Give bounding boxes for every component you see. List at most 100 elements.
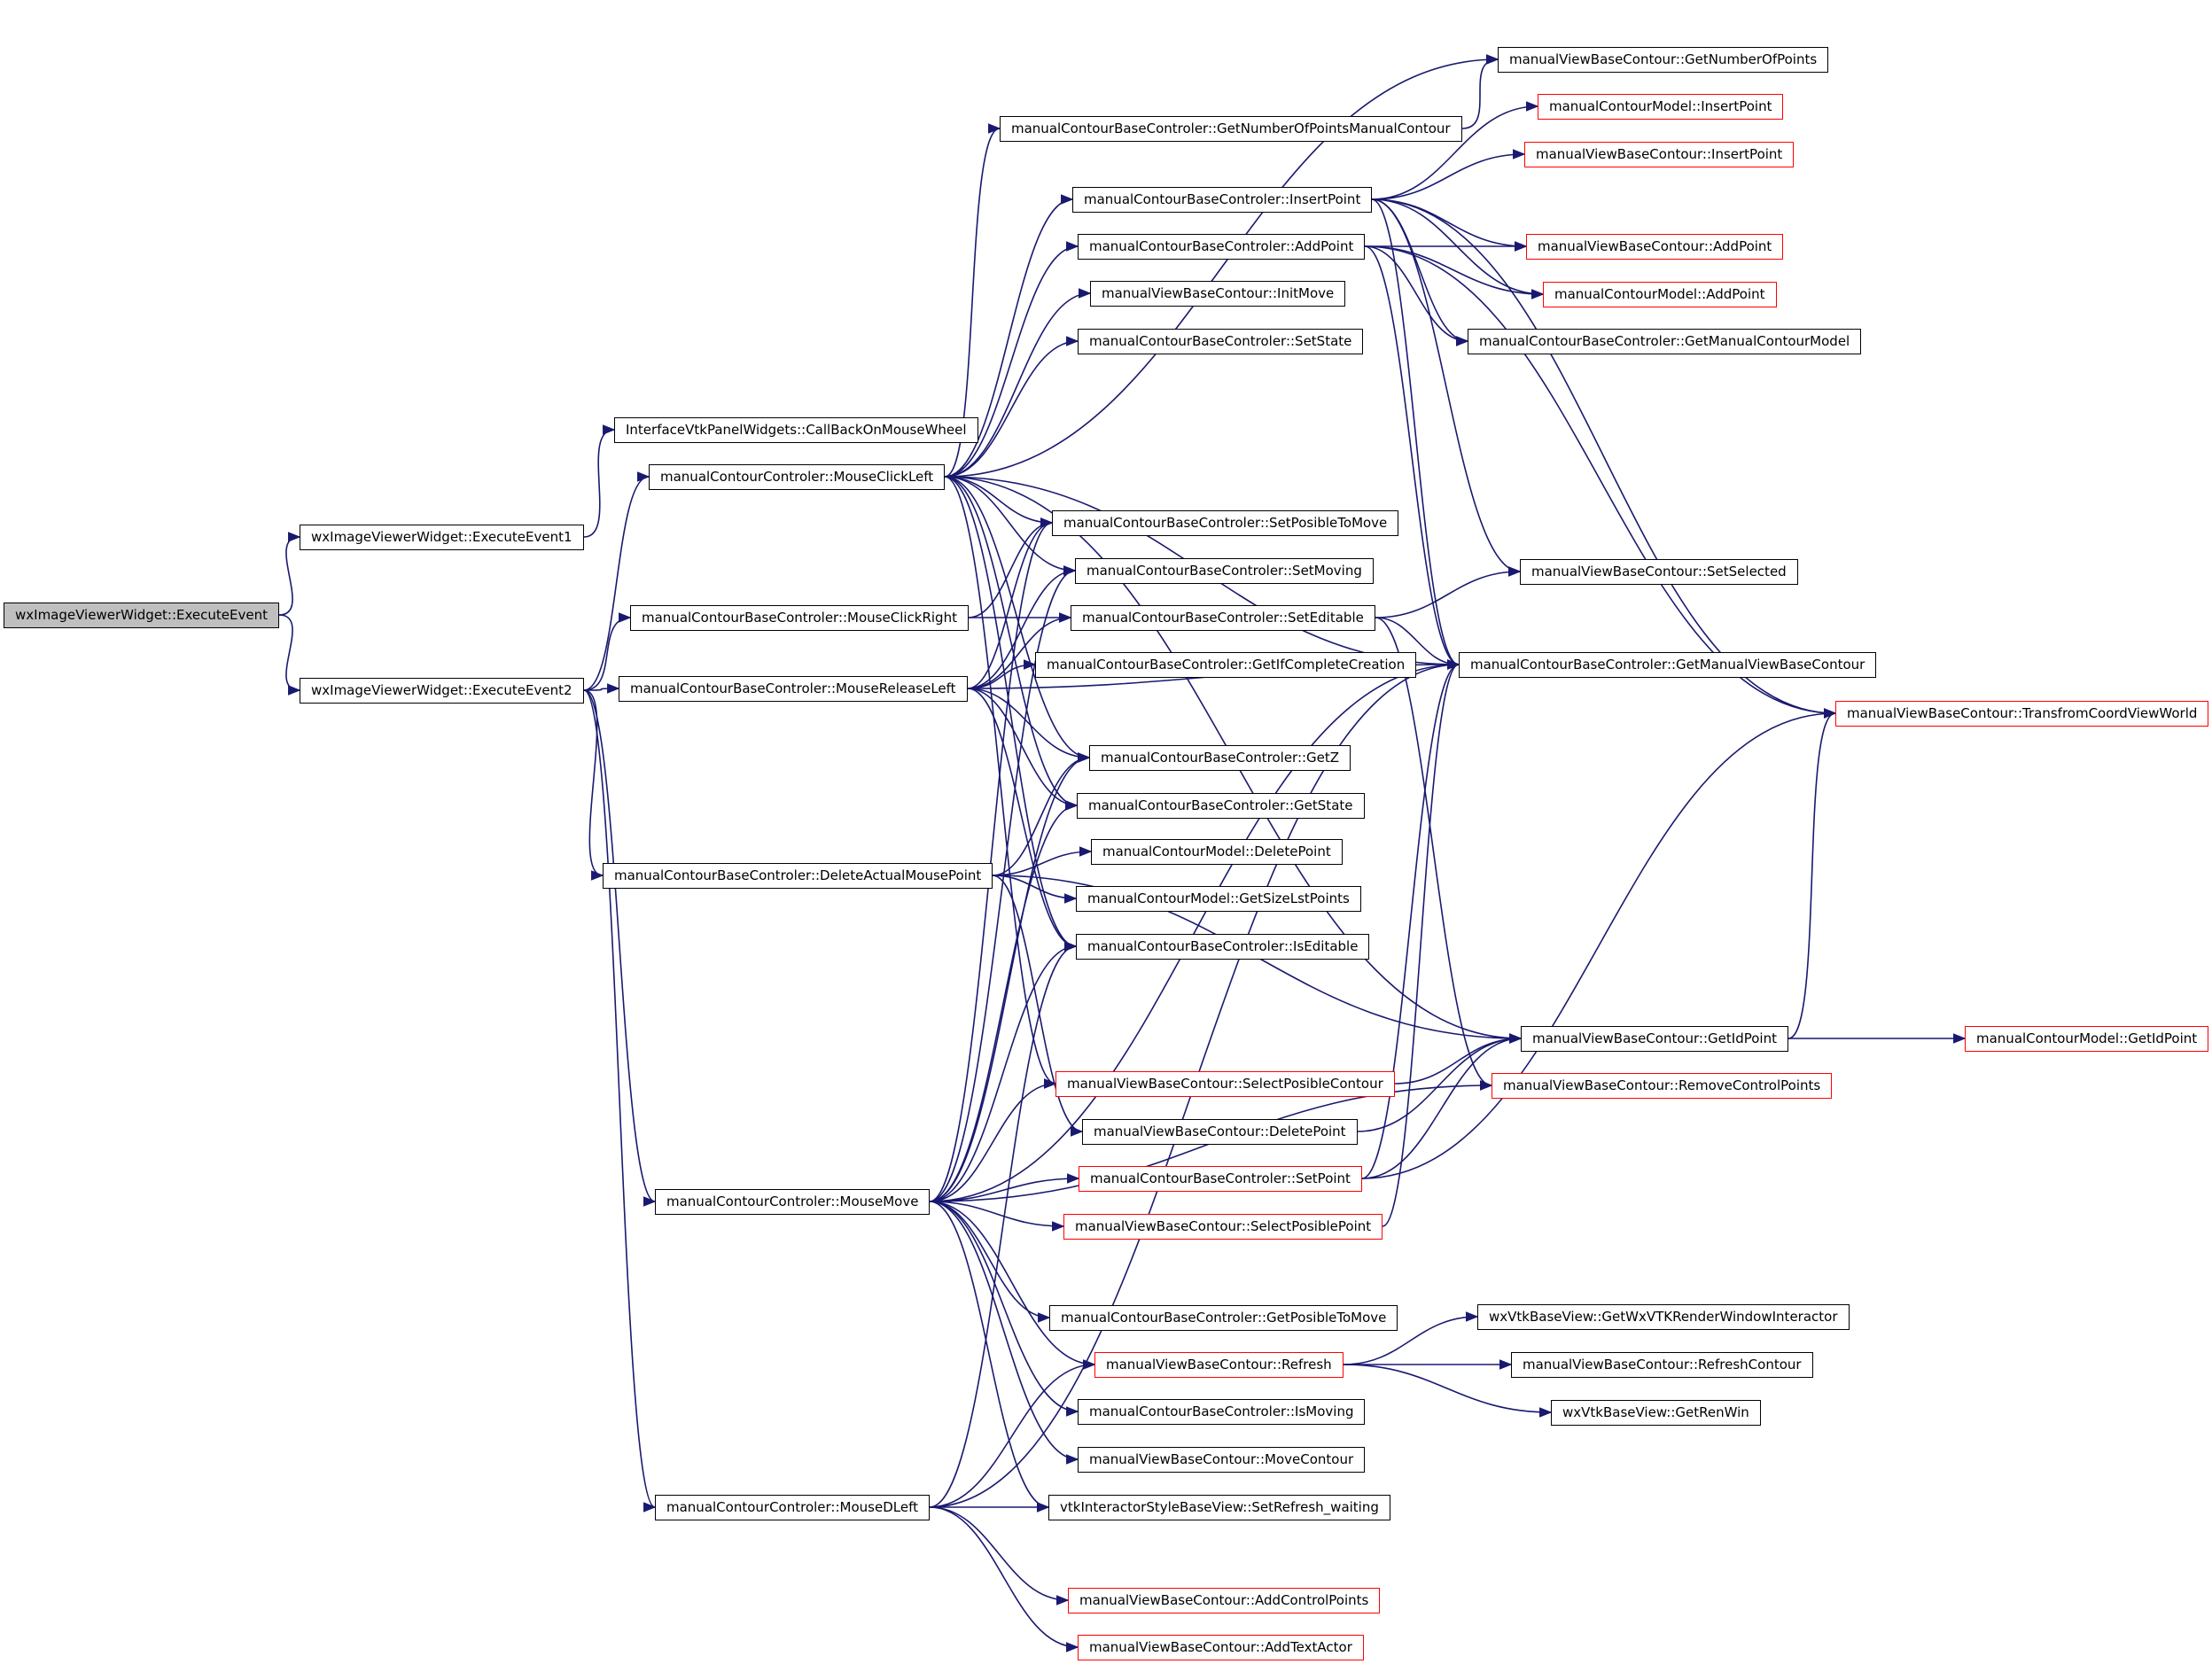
node-wx-image-viewer-widget-execute-event: wxImageViewerWidget::ExecuteEvent [4, 603, 279, 628]
node-manual-view-base-contour-add-control-points[interactable]: manualViewBaseContour::AddControlPoints [1068, 1588, 1381, 1613]
node-manual-contour-controler-mouse-click-left[interactable]: manualContourControler::MouseClickLeft [649, 464, 946, 490]
node-manual-view-base-contour-add-point[interactable]: manualViewBaseContour::AddPoint [1526, 234, 1784, 260]
edge-n11-n41 [1371, 198, 1522, 577]
node-manual-contour-controler-mouse-dleft[interactable]: manualContourControler::MouseDLeft [655, 1495, 930, 1520]
node-manual-contour-base-controler-set-moving[interactable]: manualContourBaseControler::SetMoving [1075, 558, 1374, 584]
edge-n7-n22 [992, 875, 1078, 904]
edge-n4-n14 [944, 336, 1079, 478]
edge-n10-n35 [1461, 54, 1499, 129]
edge-n26-n48 [1361, 708, 1837, 1179]
node-manual-contour-base-controler-get-posible-to-move[interactable]: manualContourBaseControler::GetPosibleTo… [1049, 1305, 1398, 1331]
edge-n4-n12 [944, 241, 1079, 478]
node-manual-contour-controler-mouse-move[interactable]: manualContourControler::MouseMove [655, 1189, 931, 1215]
node-manual-view-base-contour-refresh-contour[interactable]: manualViewBaseContour::RefreshContour [1511, 1352, 1813, 1378]
node-manual-view-base-contour-insert-point[interactable]: manualViewBaseContour::InsertPoint [1524, 142, 1795, 167]
node-manual-contour-base-controler-get-if-complete-creation[interactable]: manualContourBaseControler::GetIfComplet… [1035, 652, 1417, 678]
node-manual-contour-base-controler-set-editable[interactable]: manualContourBaseControler::SetEditable [1071, 605, 1375, 631]
node-manual-view-base-contour-set-selected[interactable]: manualViewBaseContour::SetSelected [1520, 559, 1798, 585]
edge-n26-n43 [1361, 1033, 1523, 1179]
node-manual-view-base-contour-move-contour[interactable]: manualViewBaseContour::MoveContour [1078, 1447, 1366, 1473]
node-manual-contour-model-delete-point[interactable]: manualContourModel::DeletePoint [1091, 839, 1343, 865]
edge-n4-n24 [944, 476, 1057, 1089]
edge-n8-n30 [929, 1201, 1079, 1417]
edge-n8-n24 [929, 1078, 1057, 1202]
node-manual-contour-base-controler-insert-point[interactable]: manualContourBaseControler::InsertPoint [1072, 187, 1373, 213]
node-vtk-interactor-style-base-view-set-refresh-waiting[interactable]: vtkInteractorStyleBaseView::SetRefresh_w… [1048, 1495, 1390, 1520]
node-manual-view-base-contour-select-posible-contour[interactable]: manualViewBaseContour::SelectPosibleCont… [1055, 1071, 1395, 1097]
node-manual-contour-base-controler-mouse-click-right[interactable]: manualContourBaseControler::MouseClickRi… [630, 605, 969, 631]
node-manual-view-base-contour-get-id-point[interactable]: manualViewBaseContour::GetIdPoint [1521, 1026, 1788, 1052]
edge-n9-n23 [929, 941, 1078, 1508]
edge-n8-n20 [929, 800, 1079, 1202]
node-manual-contour-model-get-size-lst-points[interactable]: manualContourModel::GetSizeLstPoints [1076, 886, 1361, 912]
node-manual-view-base-contour-get-number-of-points[interactable]: manualViewBaseContour::GetNumberOfPoints [1498, 47, 1829, 73]
edge-n8-n29 [929, 1201, 1096, 1370]
node-manual-contour-base-controler-is-moving[interactable]: manualContourBaseControler::IsMoving [1078, 1399, 1366, 1425]
node-manual-contour-base-controler-get-number-of-points-manual-contour[interactable]: manualContourBaseControler::GetNumberOfP… [1000, 116, 1462, 142]
node-manual-contour-base-controler-set-point[interactable]: manualContourBaseControler::SetPoint [1079, 1166, 1362, 1192]
edge-n12-n40 [1364, 245, 1469, 346]
node-manual-contour-base-controler-get-z[interactable]: manualContourBaseControler::GetZ [1089, 745, 1351, 771]
edge-n27-n42 [1382, 659, 1460, 1227]
node-wx-image-viewer-widget-execute-event1[interactable]: wxImageViewerWidget::ExecuteEvent1 [300, 525, 584, 550]
node-manual-view-base-contour-refresh[interactable]: manualViewBaseContour::Refresh [1094, 1352, 1344, 1378]
edge-n8-n15 [929, 517, 1054, 1202]
node-wx-image-viewer-widget-execute-event2[interactable]: wxImageViewerWidget::ExecuteEvent2 [300, 678, 584, 704]
node-manual-view-base-contour-transfrom-coord-view-world[interactable]: manualViewBaseContour::TransfromCoordVie… [1835, 701, 2209, 727]
node-manual-view-base-contour-delete-point[interactable]: manualViewBaseContour::DeletePoint [1082, 1119, 1358, 1145]
edge-n6-n17 [967, 612, 1072, 689]
node-interface-vtk-panel-widgets-call-back-on-mouse-wheel[interactable]: InterfaceVtkPanelWidgets::CallBackOnMous… [614, 417, 978, 443]
edge-n9-n29 [929, 1359, 1096, 1508]
edge-n8-n19 [929, 752, 1091, 1202]
edge-n4-n16 [944, 476, 1077, 576]
edge-n6-n16 [967, 565, 1077, 689]
edge-n4-n11 [944, 194, 1074, 478]
edge-n11-n42 [1371, 198, 1460, 670]
node-manual-view-base-contour-add-text-actor[interactable]: manualViewBaseContour::AddTextActor [1078, 1635, 1364, 1660]
node-manual-contour-model-get-id-point[interactable]: manualContourModel::GetIdPoint [1965, 1026, 2209, 1052]
node-manual-contour-model-add-point[interactable]: manualContourModel::AddPoint [1543, 282, 1777, 307]
node-manual-contour-base-controler-set-state[interactable]: manualContourBaseControler::SetState [1078, 329, 1364, 354]
node-manual-contour-base-controler-get-manual-view-base-contour[interactable]: manualContourBaseControler::GetManualVie… [1459, 652, 1877, 678]
edge-n0-n2 [278, 614, 301, 696]
edge-n8-n16 [929, 565, 1077, 1202]
edge-n2-n9 [583, 689, 657, 1512]
edge-n26-n42 [1361, 659, 1460, 1179]
edge-n9-n34 [929, 1506, 1079, 1652]
node-manual-contour-base-controler-add-point[interactable]: manualContourBaseControler::AddPoint [1078, 234, 1366, 260]
edge-n12-n39 [1364, 245, 1545, 299]
node-manual-contour-base-controler-get-manual-contour-model[interactable]: manualContourBaseControler::GetManualCon… [1468, 329, 1862, 354]
edge-n11-n48 [1371, 198, 1837, 719]
edge-n1-n3 [583, 424, 616, 538]
node-manual-contour-base-controler-delete-actual-mouse-point[interactable]: manualContourBaseControler::DeleteActual… [603, 863, 993, 889]
edge-n2-n7 [583, 689, 604, 881]
edge-n2-n5 [583, 612, 632, 691]
node-manual-contour-base-controler-is-editable[interactable]: manualContourBaseControler::IsEditable [1076, 934, 1370, 960]
node-manual-contour-base-controler-set-posible-to-move[interactable]: manualContourBaseControler::SetPosibleTo… [1052, 510, 1399, 536]
node-wx-vtk-base-view-get-wx-vtkrender-window-interactor[interactable]: wxVtkBaseView::GetWxVTKRenderWindowInter… [1477, 1304, 1850, 1330]
node-manual-view-base-contour-init-move[interactable]: manualViewBaseContour::InitMove [1090, 281, 1346, 307]
edge-n17-n41 [1375, 566, 1522, 618]
node-manual-view-base-contour-select-posible-point[interactable]: manualViewBaseContour::SelectPosiblePoin… [1063, 1214, 1383, 1240]
edge-n17-n44 [1375, 617, 1493, 1091]
edge-n7-n21 [992, 846, 1093, 876]
node-manual-contour-model-insert-point[interactable]: manualContourModel::InsertPoint [1538, 94, 1784, 120]
edge-n12-n42 [1364, 245, 1460, 670]
node-manual-contour-base-controler-get-state[interactable]: manualContourBaseControler::GetState [1077, 793, 1365, 819]
node-wx-vtk-base-view-get-ren-win[interactable]: wxVtkBaseView::GetRenWin [1551, 1400, 1761, 1426]
edge-n11-n37 [1371, 149, 1526, 200]
edge-n7-n19 [992, 752, 1091, 876]
edge-n6-n18 [967, 659, 1037, 689]
edge-n4-n10 [944, 123, 1001, 478]
edge-n6-n19 [967, 688, 1091, 763]
node-manual-view-base-contour-remove-control-points[interactable]: manualViewBaseContour::RemoveControlPoin… [1492, 1073, 1833, 1099]
edge-n6-n20 [967, 688, 1079, 811]
edge-n9-n33 [929, 1506, 1070, 1606]
node-manual-contour-base-controler-mouse-release-left[interactable]: manualContourBaseControler::MouseRelease… [619, 676, 968, 702]
edge-n7-n25 [992, 875, 1084, 1137]
edge-n2-n8 [583, 689, 657, 1207]
edge-n4-n13 [944, 288, 1092, 478]
edge-n8-n31 [929, 1201, 1079, 1465]
